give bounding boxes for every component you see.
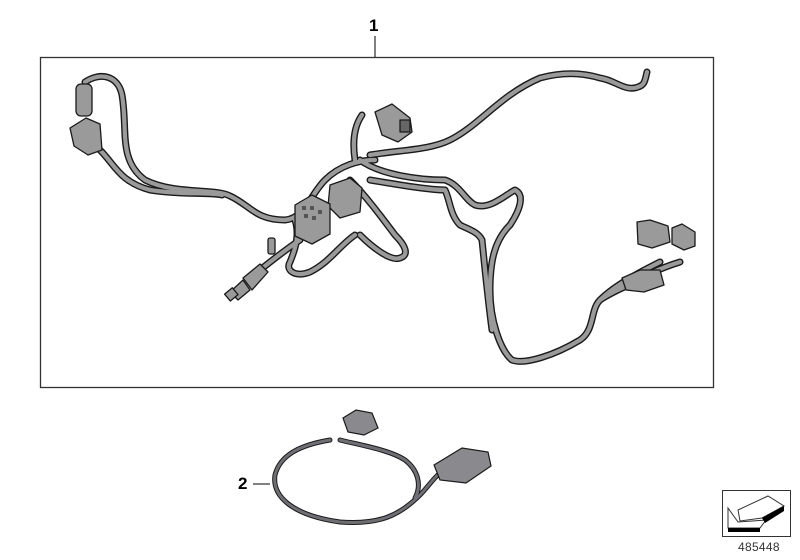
relay-block	[327, 177, 363, 219]
part-1-frame	[39, 56, 715, 389]
connector-right-b	[671, 223, 696, 251]
connector-top-left-plug	[69, 117, 103, 156]
connector-top-left-sleeve	[75, 83, 93, 117]
callout-2-number: 2	[238, 474, 248, 493]
diagram-id: 485448	[738, 540, 780, 554]
callout-1-number: 1	[369, 16, 379, 35]
adapter-cable[interactable]	[272, 409, 492, 526]
connector-right-inline	[621, 269, 665, 293]
connector-bottom-plug	[242, 263, 269, 291]
connector-right-a	[636, 219, 671, 249]
adapter-small-connector	[342, 409, 379, 436]
adapter-large-connector	[433, 447, 492, 484]
wiring-harness[interactable]	[69, 68, 696, 365]
orientation-arrow-icon	[722, 490, 791, 537]
